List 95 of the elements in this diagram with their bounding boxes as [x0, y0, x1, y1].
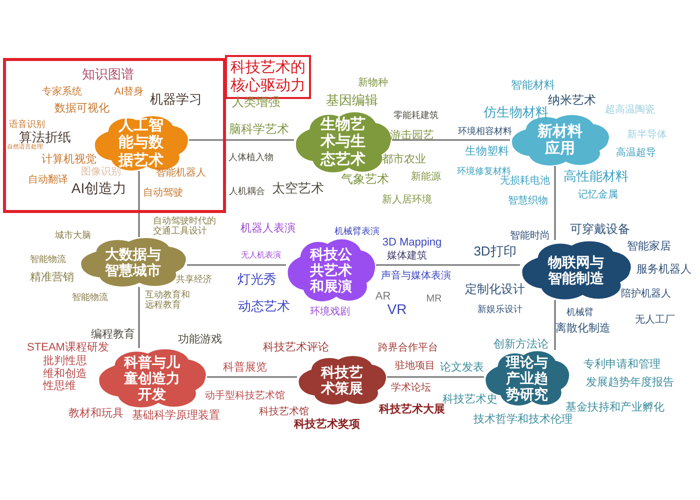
topic-label: 科技艺术大展 [379, 404, 445, 416]
topic-label: 论文发表 [440, 362, 484, 374]
topic-label: 互动教育和远程教育 [145, 290, 191, 310]
topic-label: 可穿戴设备 [570, 223, 630, 237]
topic-label: 数据可视化 [54, 102, 110, 116]
topic-label: 记忆金属 [578, 189, 618, 201]
topic-label: 科技艺术史 [442, 394, 498, 406]
topic-label: 动态艺术 [238, 300, 290, 314]
topic-label: 发展趋势年度报告 [586, 376, 674, 390]
topic-label: 新人居环境 [382, 194, 432, 206]
topic-label: 智能家居 [627, 240, 671, 254]
topic-label: 纳米艺术 [548, 94, 596, 108]
topic-label: AR [375, 290, 391, 304]
topic-label: 都市农业 [382, 154, 426, 166]
topic-label: 智慧织物 [508, 195, 548, 207]
topic-label: 算法折纸 [19, 130, 71, 145]
topic-label: 专利申请和管理 [584, 358, 660, 372]
topic-label: 科普展览 [223, 362, 267, 374]
topic-label: 城市大脑 [55, 230, 91, 240]
topic-label: AI替身 [114, 86, 144, 98]
topic-label: 3D打印 [474, 244, 516, 260]
topic-label: 媒体建筑 [387, 250, 427, 262]
topic-label: 无损耗电池 [500, 175, 550, 187]
topic-label: 机器人表演 [240, 222, 296, 236]
topic-label: 教材和玩具 [68, 408, 124, 420]
topic-label: 学术论坛 [391, 382, 431, 394]
topic-label: 脑科学艺术 [229, 123, 289, 137]
connector-line [387, 376, 484, 378]
connector-line [187, 264, 286, 266]
topic-label: 机器学习 [150, 92, 202, 108]
topic-label: 跨界合作平台 [378, 342, 438, 354]
topic-label: 创新方法论 [494, 338, 548, 352]
topic-label: MR [426, 293, 442, 305]
topic-label: 高性能材料 [564, 170, 628, 184]
topic-label: 机械臂表演 [334, 226, 380, 236]
topic-label: 共享经济 [176, 274, 212, 284]
topic-label: 技术哲学和技术伦理 [474, 414, 572, 426]
topic-label: 定制化设计 [465, 283, 525, 297]
topic-label: 智能物流 [30, 254, 66, 264]
topic-label: 精准营销 [30, 272, 74, 284]
topic-label: 高温超导 [616, 147, 656, 159]
connector-line [554, 166, 556, 240]
topic-label: 自动驾驶时代的交通工具设计 [153, 216, 217, 236]
topic-label: VR [387, 300, 407, 318]
connector-line [554, 300, 556, 350]
topic-label: 灯光秀 [238, 272, 276, 288]
topic-label: 知识图谱 [82, 68, 134, 82]
topic-label: 3D Mapping [382, 236, 442, 250]
topic-label: 无人工厂 [635, 314, 675, 326]
topic-label: 游击园艺 [390, 130, 434, 142]
topic-label: 自动驾驶 [143, 187, 183, 199]
topic-label: 人体植入物 [228, 152, 274, 162]
topic-label: 声音与媒体表演 [381, 270, 451, 282]
topic-label: 服务机器人 [636, 264, 692, 276]
topic-label: 专家系统 [42, 86, 82, 98]
topic-label: 气象艺术 [341, 173, 389, 187]
topic-label: 批判性思维和创造性思维 [43, 355, 88, 393]
topic-label: 人机耦合 [229, 186, 265, 196]
topic-label: 动手型科技艺术馆 [205, 390, 285, 402]
connector-line [392, 139, 510, 141]
topic-label: 太空艺术 [272, 182, 324, 196]
topic-label: 机械臂 [566, 306, 594, 318]
topic-label: 新能源 [411, 171, 441, 183]
topic-label: 科技艺术奖项 [294, 418, 360, 432]
connector-line [207, 376, 297, 378]
topic-label: 科技艺术馆 [259, 406, 309, 418]
topic-label: 基金扶持和产业孵化 [566, 402, 664, 414]
topic-label: 环境相容材料 [458, 126, 512, 136]
topic-label: 自动翻译 [28, 174, 68, 186]
connector-line [376, 264, 520, 266]
topic-label: 功能游戏 [178, 334, 222, 346]
topic-label: 零能耗建筑 [394, 110, 438, 120]
connector-line [138, 287, 140, 348]
topic-label: 科技艺术评论 [263, 342, 329, 354]
topic-label: 新物种 [358, 77, 388, 89]
topic-label: 语音识别 [9, 118, 45, 130]
topic-label: 超高温陶瓷 [605, 104, 655, 116]
topic-label: 编程教育 [91, 328, 135, 342]
topic-label: 生物塑料 [465, 146, 509, 158]
topic-label: 新半导体 [627, 129, 667, 141]
topic-label: AI创造力 [71, 180, 127, 196]
topic-label: 离散化制造 [556, 322, 610, 336]
topic-label: 基因编辑 [326, 94, 378, 108]
topic-label: 基础科学原理装置 [132, 410, 220, 422]
topic-label: 陪护机器人 [621, 288, 671, 300]
connector-line [138, 171, 140, 237]
topic-label: 智能材料 [511, 80, 555, 92]
topic-label: 环境修复材料 [457, 166, 511, 176]
topic-label: 智能时尚 [510, 230, 550, 242]
topic-label: 无人机表演 [241, 250, 281, 260]
connector-line [189, 139, 294, 141]
topic-label: 驻地项目 [395, 360, 435, 372]
topic-label: 智能物流 [72, 292, 108, 302]
topic-label: 新娱乐设计 [478, 304, 522, 314]
topic-label: 环境戏剧 [310, 306, 350, 318]
